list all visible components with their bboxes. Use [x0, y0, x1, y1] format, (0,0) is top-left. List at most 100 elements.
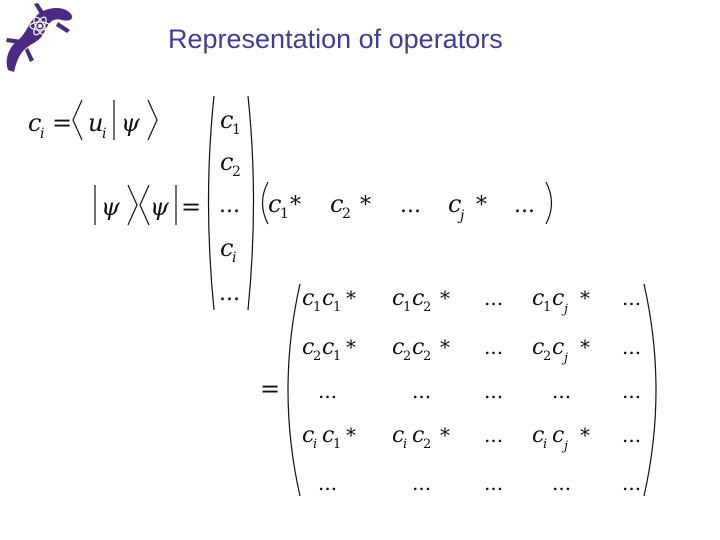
- svg-text:...: ...: [412, 379, 431, 403]
- svg-text:c: c: [412, 335, 424, 360]
- svg-text:1: 1: [333, 300, 341, 315]
- svg-text:c: c: [392, 286, 404, 311]
- svg-text:...: ...: [622, 286, 641, 310]
- svg-text:i: i: [313, 437, 317, 452]
- svg-text:...: ...: [484, 335, 503, 359]
- svg-text:c: c: [220, 106, 233, 134]
- matrix-row-3: ... ... ... ... ...: [318, 379, 641, 403]
- svg-text:i: i: [102, 126, 106, 142]
- svg-text:...: ...: [622, 379, 641, 403]
- column-vector: c1 c2 ... ci ...: [207, 95, 255, 311]
- svg-text:...: ...: [622, 471, 641, 495]
- svg-text:2: 2: [313, 349, 321, 364]
- salamander-atom-logo-icon: [6, 3, 73, 72]
- svg-text:2: 2: [423, 437, 431, 452]
- svg-text:c: c: [302, 335, 314, 360]
- svg-text:=: =: [52, 109, 72, 137]
- svg-text:ψ: ψ: [121, 109, 141, 137]
- svg-text:*: *: [580, 335, 590, 359]
- svg-text:c: c: [532, 335, 544, 360]
- svg-text:1: 1: [543, 300, 551, 315]
- equals-sign: =: [260, 375, 280, 403]
- svg-text:i: i: [403, 437, 407, 452]
- svg-text:2: 2: [543, 349, 551, 364]
- svg-text:c: c: [322, 423, 334, 448]
- row-vector: c1 * c2 * ... cj * ...: [261, 181, 553, 225]
- svg-text:c: c: [552, 423, 564, 448]
- svg-text:c: c: [392, 335, 404, 360]
- svg-text:2: 2: [423, 349, 431, 364]
- svg-text:c: c: [448, 190, 461, 218]
- svg-text:c: c: [302, 286, 314, 311]
- svg-text:*: *: [346, 335, 356, 359]
- svg-text:...: ...: [412, 471, 431, 495]
- svg-text:c: c: [28, 109, 41, 137]
- slide-title: Representation of operators: [168, 24, 503, 54]
- svg-text:...: ...: [484, 471, 503, 495]
- svg-text:...: ...: [552, 471, 571, 495]
- svg-text:c: c: [330, 190, 343, 218]
- svg-text:2: 2: [232, 164, 241, 180]
- svg-text:1: 1: [333, 349, 341, 364]
- svg-text:1: 1: [232, 122, 241, 138]
- svg-text:c: c: [392, 423, 404, 448]
- svg-text:...: ...: [622, 423, 641, 447]
- svg-text:*: *: [290, 193, 301, 218]
- svg-text:...: ...: [484, 423, 503, 447]
- svg-text:i: i: [232, 250, 236, 266]
- svg-text:i: i: [543, 437, 547, 452]
- svg-text:c: c: [412, 286, 424, 311]
- svg-text:*: *: [580, 286, 590, 310]
- svg-text:=: =: [181, 193, 201, 221]
- svg-text:...: ...: [318, 471, 337, 495]
- svg-text:c: c: [532, 423, 544, 448]
- svg-text:1: 1: [313, 300, 321, 315]
- svg-text:2: 2: [403, 349, 411, 364]
- svg-text:c: c: [412, 423, 424, 448]
- svg-text:1: 1: [280, 206, 289, 222]
- svg-text:...: ...: [219, 193, 240, 218]
- svg-text:i: i: [40, 126, 44, 142]
- svg-text:...: ...: [318, 379, 337, 403]
- svg-text:*: *: [580, 423, 590, 447]
- svg-text:c: c: [268, 190, 281, 218]
- svg-text:*: *: [346, 286, 356, 310]
- svg-text:...: ...: [400, 193, 421, 218]
- svg-text:*: *: [440, 286, 450, 310]
- svg-text:*: *: [440, 335, 450, 359]
- svg-text:c: c: [322, 286, 334, 311]
- svg-text:...: ...: [484, 286, 503, 310]
- svg-text:ψ: ψ: [101, 193, 121, 221]
- svg-text:c: c: [532, 286, 544, 311]
- svg-text:2: 2: [423, 300, 431, 315]
- svg-text:j: j: [561, 439, 568, 454]
- svg-text:c: c: [322, 335, 334, 360]
- svg-text:*: *: [440, 423, 450, 447]
- svg-text:*: *: [476, 193, 487, 218]
- svg-text:j: j: [561, 351, 568, 366]
- svg-text:c: c: [220, 148, 233, 176]
- svg-text:1: 1: [403, 300, 411, 315]
- svg-text:*: *: [346, 423, 356, 447]
- svg-text:...: ...: [622, 335, 641, 359]
- matrix-row-5: ... ... ... ... ...: [318, 471, 641, 495]
- svg-text:...: ...: [219, 281, 240, 306]
- svg-text:2: 2: [342, 206, 351, 222]
- svg-text:j: j: [457, 208, 465, 224]
- svg-text:c: c: [302, 423, 314, 448]
- svg-text:j: j: [561, 302, 568, 317]
- svg-text:ψ: ψ: [150, 193, 170, 221]
- svg-text:...: ...: [514, 193, 535, 218]
- outer-product-lhs: ψ ψ =: [94, 184, 201, 226]
- svg-text:...: ...: [552, 379, 571, 403]
- svg-text:u: u: [88, 109, 103, 137]
- svg-text:*: *: [360, 193, 371, 218]
- svg-text:c: c: [220, 234, 233, 262]
- svg-text:c: c: [552, 335, 564, 360]
